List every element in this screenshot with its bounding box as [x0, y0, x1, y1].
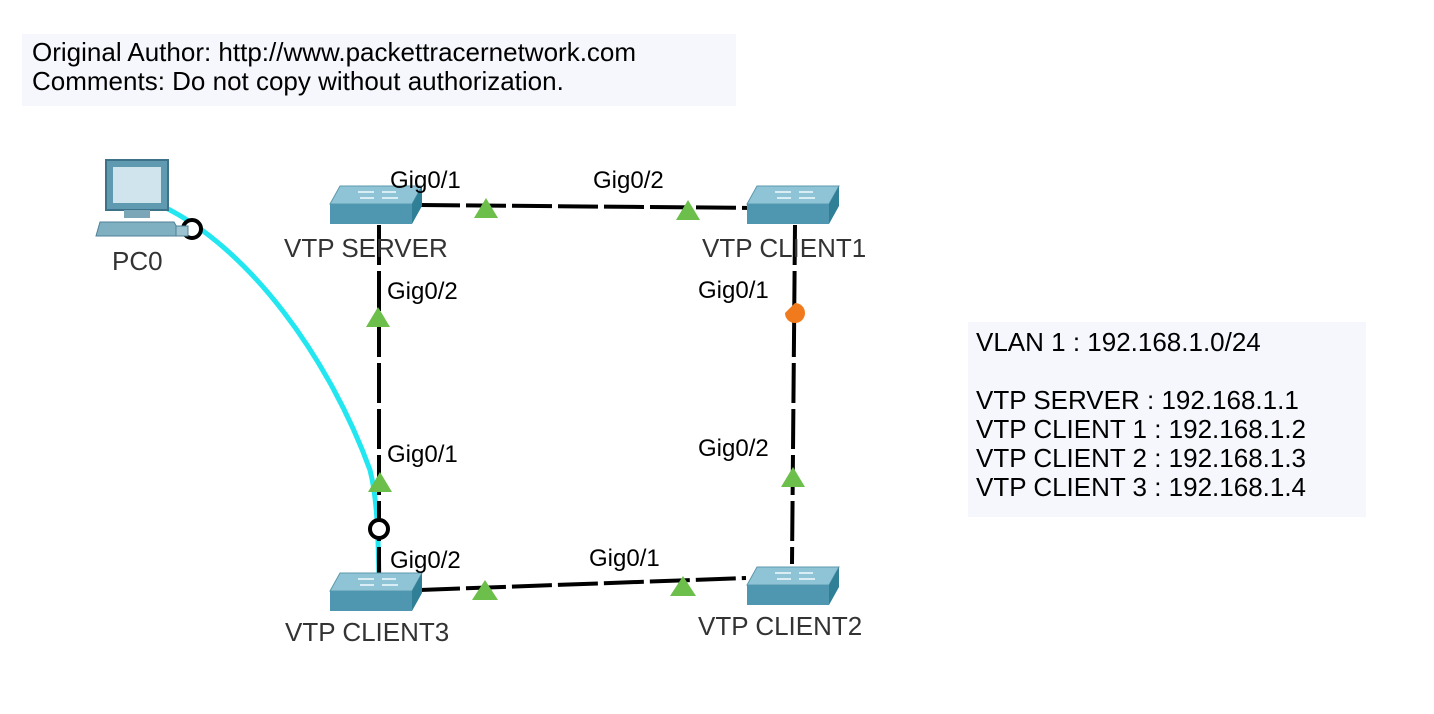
- device-label-pc0: PC0: [112, 246, 163, 276]
- port-label-client2-gig01: Gig0/1: [589, 545, 660, 572]
- link-up-indicator: [676, 200, 700, 220]
- port-label-client3-gig01: Gig0/1: [387, 441, 458, 468]
- link-up-indicator: [368, 472, 392, 492]
- link-blocked-indicator: [785, 303, 805, 323]
- vlan-note: VLAN 1 : 192.168.1.0/24 VTP SERVER : 192…: [968, 322, 1366, 517]
- port-label-server-gig01: Gig0/1: [390, 167, 461, 194]
- switch-vtp-client3-icon[interactable]: [329, 572, 423, 612]
- link-up-indicator: [670, 576, 696, 596]
- device-label-vtp-server: VTP SERVER: [284, 233, 448, 263]
- vlan-line-client1: VTP CLIENT 1 : 192.168.1.2: [976, 414, 1307, 444]
- link-up-indicator: [781, 467, 805, 487]
- link-up-indicator: [472, 580, 498, 600]
- device-label-vtp-client1: VTP CLIENT1: [702, 233, 866, 263]
- vlan-title: VLAN 1 : 192.168.1.0/24: [976, 327, 1261, 357]
- switch-vtp-client1-icon[interactable]: [746, 185, 840, 225]
- link-client3-client2[interactable]: [419, 576, 747, 592]
- port-label-server-gig02: Gig0/2: [387, 278, 458, 305]
- link-up-indicator: [366, 307, 390, 327]
- console-port-client3: [368, 518, 390, 540]
- device-label-vtp-client2: VTP CLIENT2: [698, 611, 862, 641]
- port-label-client1-gig01: Gig0/1: [698, 277, 769, 304]
- port-label-client3-gig02: Gig0/2: [390, 547, 461, 574]
- link-server-client1[interactable]: [419, 203, 761, 210]
- port-label-client1-gig02: Gig0/2: [593, 167, 664, 194]
- comments-note-line: Comments: Do not copy without authorizat…: [32, 66, 564, 96]
- vlan-line-client2: VTP CLIENT 2 : 192.168.1.3: [976, 443, 1307, 473]
- author-note-line: Original Author: http://www.packettracer…: [32, 37, 637, 67]
- port-label-client2-gig02: Gig0/2: [698, 435, 769, 462]
- vlan-line-server: VTP SERVER : 192.168.1.1: [976, 385, 1299, 415]
- link-up-indicator: [474, 198, 498, 218]
- author-note: Original Author: http://www.packettracer…: [22, 34, 736, 106]
- pc0-icon[interactable]: [95, 159, 189, 237]
- vlan-line-client3: VTP CLIENT 3 : 192.168.1.4: [976, 472, 1307, 502]
- switch-vtp-client2-icon[interactable]: [746, 566, 840, 606]
- link-client1-client2[interactable]: [790, 224, 797, 565]
- device-label-vtp-client3: VTP CLIENT3: [285, 617, 449, 647]
